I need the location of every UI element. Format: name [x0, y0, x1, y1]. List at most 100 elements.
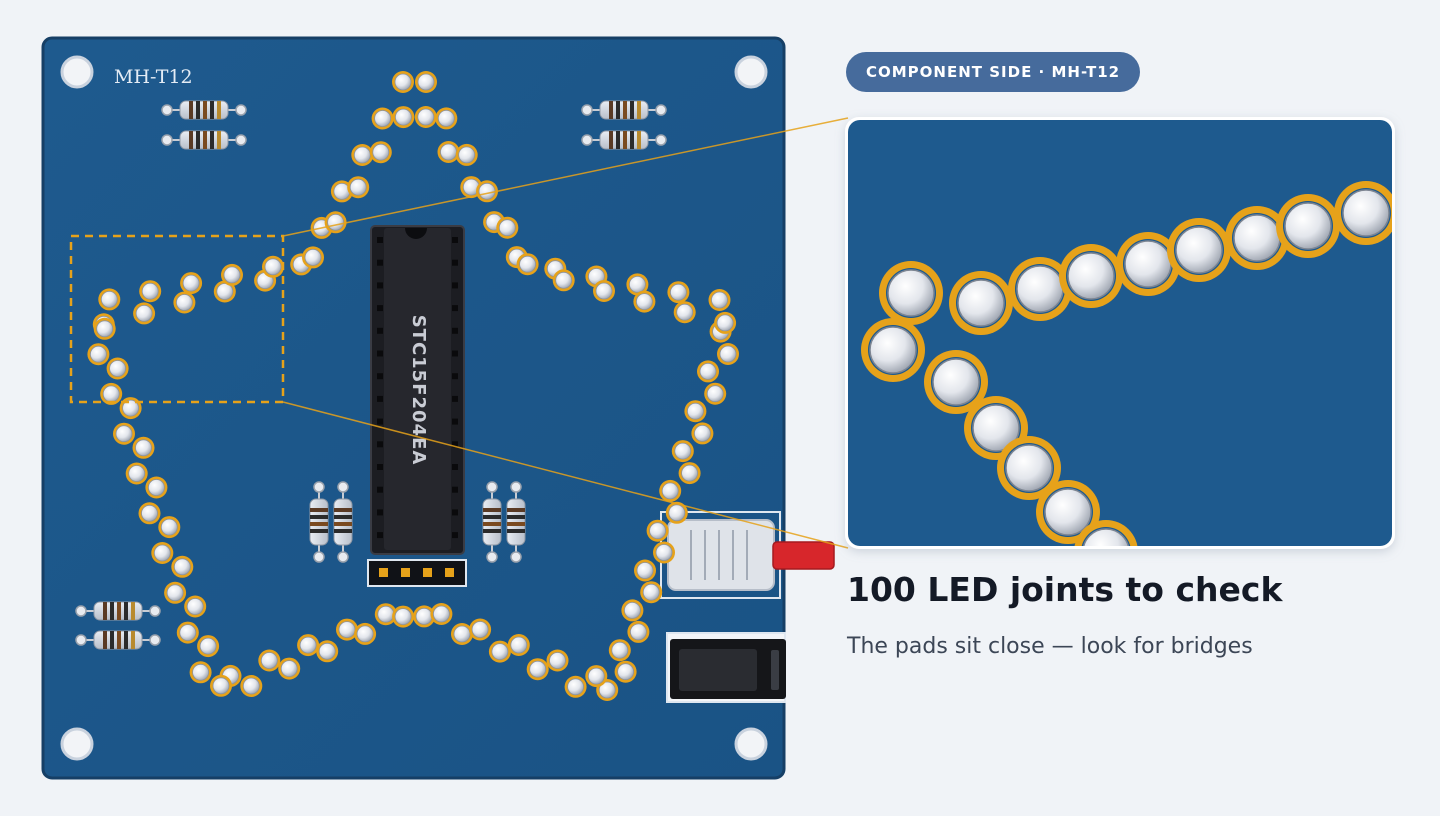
led-joint [585, 665, 608, 688]
led-joint [708, 289, 731, 311]
ic-chip-marking: STC15F204EA [408, 315, 429, 466]
ic-pin [452, 395, 458, 402]
led-joint [316, 640, 339, 663]
zoom-panel [845, 117, 1395, 549]
led-joint [302, 246, 324, 269]
ic-pin [452, 509, 458, 516]
led-joint [653, 541, 675, 564]
resistor [75, 601, 161, 621]
led-joint [714, 311, 737, 334]
ic-pin [377, 486, 383, 493]
resistors-vertical [309, 481, 526, 563]
slide-switch-red-actuator [772, 541, 835, 570]
zoom-led-joint [861, 318, 925, 382]
led-joint [145, 476, 168, 499]
ic-pin [452, 305, 458, 312]
led-joint [633, 290, 656, 313]
zoom-led-joint [924, 350, 988, 414]
led-joint [158, 516, 181, 539]
led-joint [659, 479, 682, 502]
led-joint [691, 422, 714, 445]
led-joint [684, 400, 707, 423]
resistor [506, 481, 526, 563]
ic-pin [377, 418, 383, 425]
led-joint [180, 272, 203, 295]
led-joint [324, 211, 347, 234]
led-joint [673, 301, 696, 324]
zoom-led-joint [1116, 232, 1180, 296]
resistors-horizontal [75, 100, 667, 650]
resistor [482, 481, 502, 563]
led-joint [297, 634, 320, 657]
mounting-hole-top-right [734, 55, 768, 89]
led-joint [354, 622, 377, 645]
led-joint [113, 422, 135, 445]
ic-pin [452, 327, 458, 334]
led-joint [717, 343, 739, 365]
header-pin-strip [367, 559, 467, 587]
led-joint [336, 618, 358, 641]
ic-pin [452, 532, 458, 539]
zoom-led-joint [1167, 218, 1231, 282]
resistor [161, 130, 247, 150]
led-joint [704, 382, 727, 405]
callout-headline: 100 LED joints to check [847, 570, 1283, 609]
resistor [581, 130, 667, 150]
led-joint [646, 519, 669, 542]
led-joint [435, 107, 458, 130]
zoom-led-joint [949, 271, 1013, 335]
ic-pin [377, 509, 383, 516]
mounting-hole-top-left [60, 55, 94, 89]
ic-pin [452, 486, 458, 493]
zoom-led-joint [879, 261, 943, 325]
resistor [161, 100, 247, 120]
led-joint [614, 660, 637, 683]
callout-caption: The pads sit close — look for bridges [847, 634, 1253, 659]
zoom-led-joints [861, 181, 1392, 546]
led-joint [469, 618, 492, 641]
ic-pin [377, 305, 383, 312]
led-joint [93, 317, 116, 340]
led-joint [119, 397, 142, 420]
led-joint [173, 291, 196, 314]
ic-pin [377, 395, 383, 402]
ic-pin [377, 327, 383, 334]
ic-pin [377, 464, 383, 470]
led-joint [507, 634, 530, 656]
led-star [87, 71, 739, 701]
led-joint [133, 302, 156, 325]
ic-pin [452, 282, 458, 289]
led-joint [552, 269, 575, 292]
led-joint [451, 623, 473, 645]
resistor [333, 481, 353, 563]
led-joint [430, 603, 453, 625]
ic-pin [452, 464, 458, 470]
ic-chip: STC15F204EA [370, 225, 465, 555]
zoom-led-joint [1225, 206, 1289, 270]
led-joint [87, 343, 110, 366]
resistor [581, 100, 667, 120]
led-joint [414, 106, 437, 128]
led-joint [258, 649, 281, 672]
zoom-led-joint [1036, 480, 1100, 544]
led-joint [665, 501, 688, 524]
mounting-hole-bottom-left [60, 727, 94, 761]
zoom-led-joint [1334, 181, 1392, 245]
ic-pin [377, 350, 383, 357]
led-joint [564, 675, 587, 698]
resistor [75, 630, 161, 650]
led-joint [593, 280, 615, 302]
zoom-led-joint [1008, 257, 1072, 321]
power-jack [666, 632, 786, 703]
led-joint [697, 360, 719, 383]
led-joint [392, 106, 415, 129]
ic-pin [377, 237, 383, 243]
ic-pin [377, 532, 383, 539]
led-joint [98, 288, 121, 311]
led-joint [634, 559, 656, 582]
led-joint [526, 658, 549, 681]
led-joint [546, 649, 569, 672]
ic-chip-pins [377, 237, 458, 539]
led-joint [455, 143, 478, 166]
